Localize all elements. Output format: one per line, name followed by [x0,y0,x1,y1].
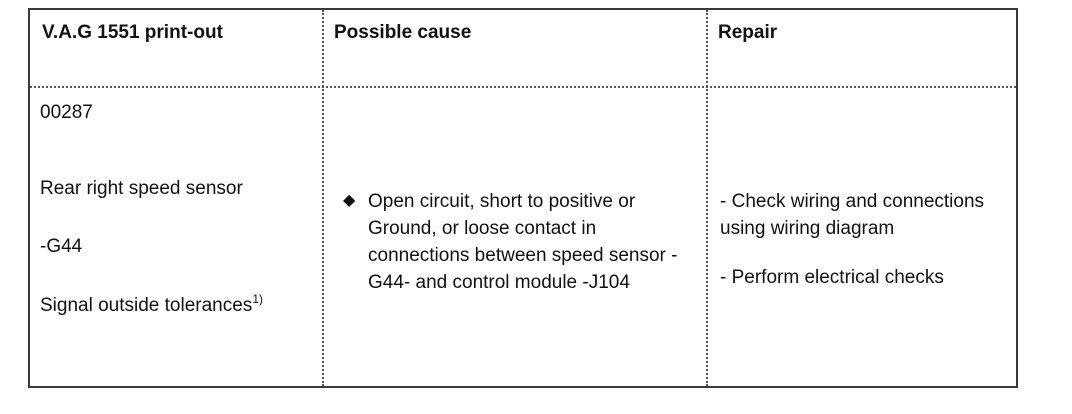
fault-description: Signal outside tolerances1) [40,292,263,318]
header-printout: V.A.G 1551 print-out [42,22,223,43]
header-divider [30,86,1016,88]
fault-table: V.A.G 1551 print-out Possible cause Repa… [28,8,1018,388]
cause-item: ◆ Open circuit, short to positive or Gro… [343,188,698,296]
column-divider [706,10,708,386]
component-name: Rear right speed sensor [40,178,243,199]
repair-item: - Check wiring and connections using wir… [720,191,985,239]
footnote-marker: 1) [252,292,263,306]
header-repair: Repair [718,22,778,43]
fault-text: Signal outside tolerances [40,295,253,316]
header-possible-cause: Possible cause [334,22,472,43]
column-divider [322,10,324,386]
repair-list: - Check wiring and connections using wir… [720,188,1010,313]
component-id: -G44 [40,236,83,257]
repair-item: - Perform electrical checks [720,267,944,288]
diamond-bullet-icon: ◆ [343,192,356,209]
fault-code: 00287 [40,102,93,123]
cause-text: Open circuit, short to positive or Groun… [368,191,678,293]
